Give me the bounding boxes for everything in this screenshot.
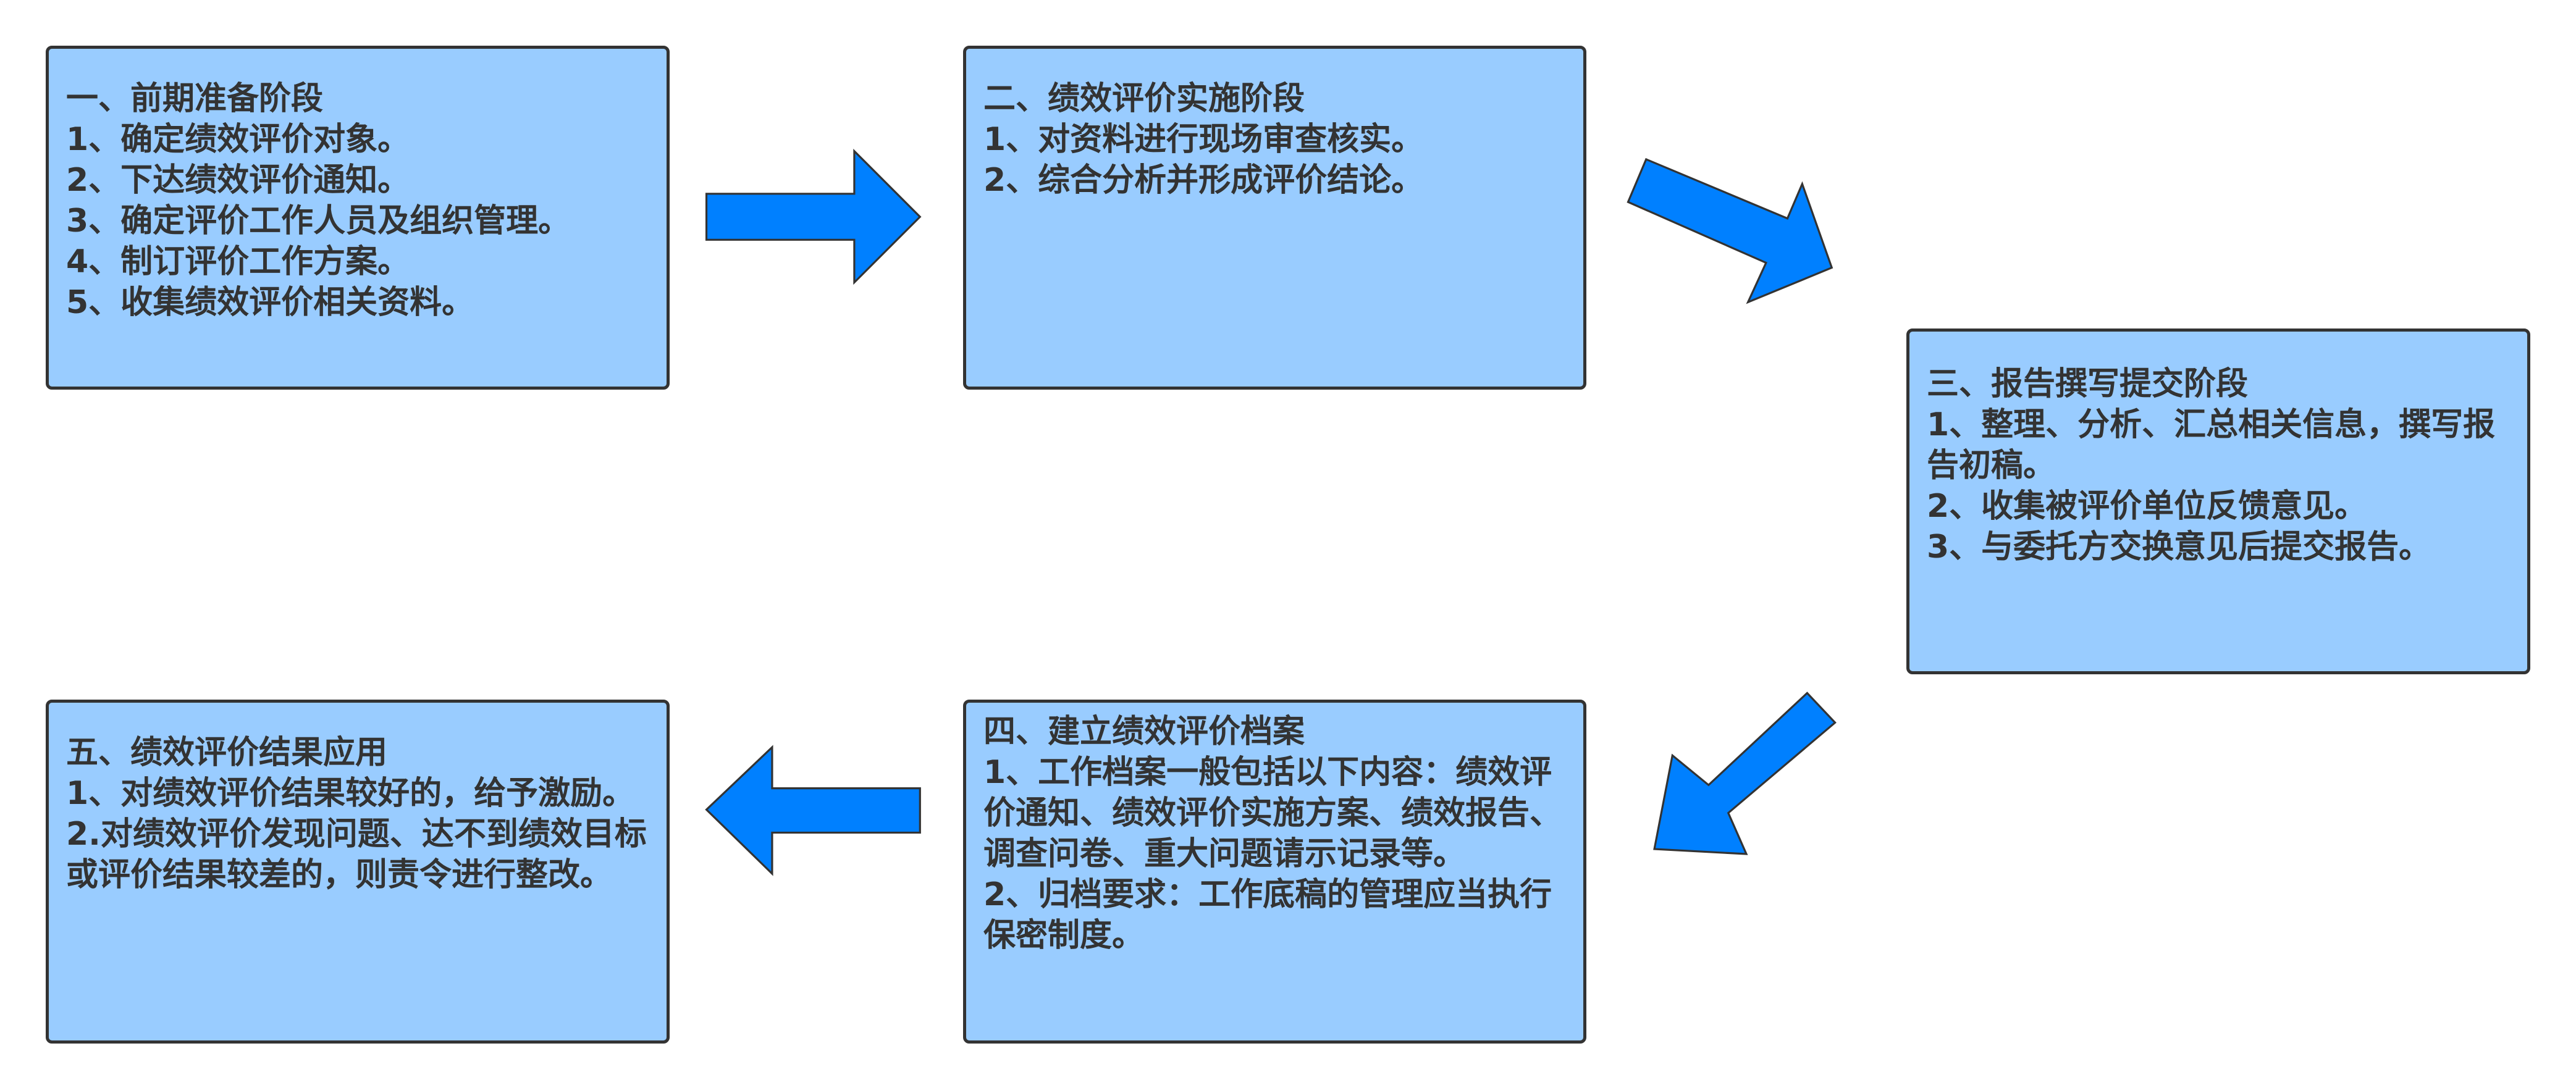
stage-1-item: 5、收集绩效评价相关资料。 bbox=[66, 284, 474, 321]
stage-2-item: 2、综合分析并形成评价结论。 bbox=[983, 162, 1424, 199]
arrow-down-right-icon bbox=[1627, 157, 1833, 304]
arrow-down-left-icon bbox=[1653, 692, 1837, 855]
stage-5-item: 1、对绩效评价结果较好的，给予激励。 bbox=[66, 775, 635, 812]
stage-3-title: 三、报告撰写提交阶段 bbox=[1927, 366, 2249, 403]
stage-2-box: 二、绩效评价实施阶段 1、对资料进行现场审查核实。 2、综合分析并形成评价结论。 bbox=[963, 46, 1586, 390]
stage-4-item: 1、工作档案一般包括以下内容：绩效评价通知、绩效评价实施方案、绩效报告、调查问卷… bbox=[983, 754, 1562, 872]
stage-5-title: 五、绩效评价结果应用 bbox=[66, 734, 388, 771]
stage-3-item: 1、整理、分析、汇总相关信息，撰写报告初稿。 bbox=[1927, 406, 2496, 484]
stage-2-title: 二、绩效评价实施阶段 bbox=[983, 80, 1305, 117]
stage-5-item: 2.对绩效评价发现问题、达不到绩效目标或评价结果较差的，则责令进行整改。 bbox=[66, 816, 647, 893]
stage-1-item: 1、确定绩效评价对象。 bbox=[66, 121, 410, 158]
stage-4-title: 四、建立绩效评价档案 bbox=[983, 713, 1305, 750]
stage-4-box: 四、建立绩效评价档案 1、工作档案一般包括以下内容：绩效评价通知、绩效评价实施方… bbox=[963, 700, 1586, 1044]
stage-1-box: 一、前期准备阶段 1、确定绩效评价对象。 2、下达绩效评价通知。 3、确定评价工… bbox=[46, 46, 670, 390]
arrow-right-icon bbox=[705, 148, 922, 285]
stage-3-item: 3、与委托方交换意见后提交报告。 bbox=[1927, 529, 2431, 566]
stage-3-box: 三、报告撰写提交阶段 1、整理、分析、汇总相关信息，撰写报告初稿。 2、收集被评… bbox=[1906, 328, 2530, 674]
stage-1-item: 2、下达绩效评价通知。 bbox=[66, 162, 410, 199]
stage-1-title: 一、前期准备阶段 bbox=[66, 80, 324, 117]
stage-1-item: 4、制订评价工作方案。 bbox=[66, 243, 410, 280]
stage-4-item: 2、归档要求：工作底稿的管理应当执行保密制度。 bbox=[983, 876, 1552, 954]
stage-2-item: 1、对资料进行现场审查核实。 bbox=[983, 121, 1424, 158]
stage-1-item: 3、确定评价工作人员及组织管理。 bbox=[66, 203, 571, 240]
stage-3-item: 2、收集被评价单位反馈意见。 bbox=[1927, 488, 2367, 525]
arrow-left-icon bbox=[705, 745, 921, 876]
stage-5-box: 五、绩效评价结果应用 1、对绩效评价结果较好的，给予激励。 2.对绩效评价发现问… bbox=[46, 700, 670, 1044]
